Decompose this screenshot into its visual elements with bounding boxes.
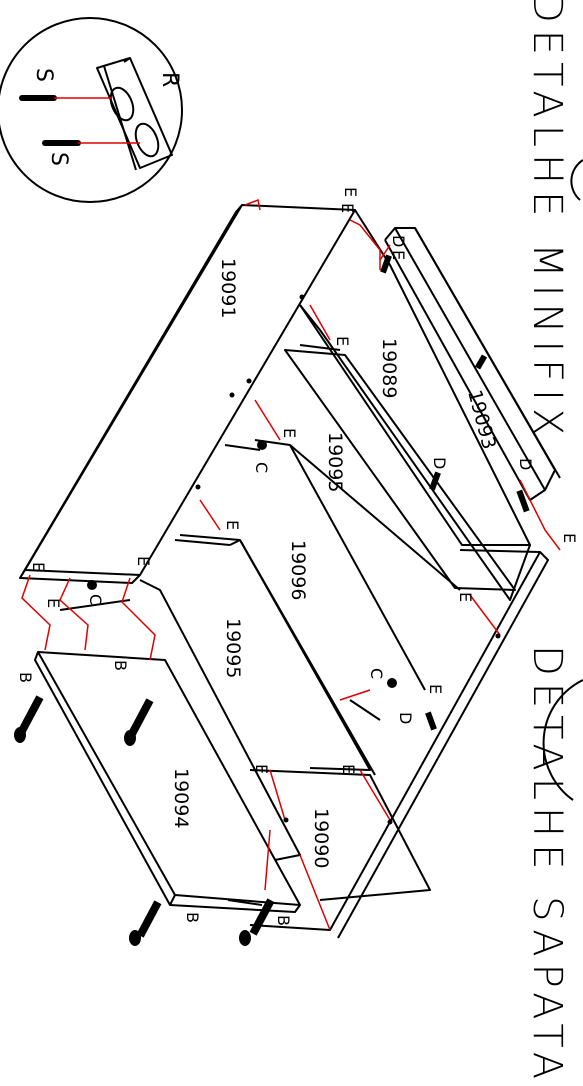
label-d: D [389, 235, 408, 247]
label-e: E [252, 764, 271, 774]
label-e: E [44, 598, 63, 608]
panel-label: 19090 [310, 808, 332, 868]
label-e: E [134, 556, 153, 566]
panel-19091 [19, 204, 356, 584]
label-e: E [560, 533, 579, 543]
label-s: S [31, 68, 56, 82]
panel-19094 [34, 651, 301, 913]
small-circle-arc [570, 159, 583, 201]
cam-icon [425, 711, 437, 731]
label-e: E [341, 187, 360, 197]
panel-19096 [179, 534, 376, 776]
dowel-icon [257, 440, 267, 450]
label-d: D [396, 712, 415, 724]
panel-label: 19096 [287, 540, 309, 600]
part-letters: E E D E E E C D D E E E E E C E C E D B … [16, 187, 579, 926]
detail-letters: R S S [31, 68, 182, 166]
title-detalhe-minifix: DETALHE MINIFIX [524, 0, 570, 443]
dowel-icon [87, 580, 97, 590]
screw-icon [136, 900, 162, 938]
panel-19095-lower [139, 539, 301, 861]
label-b: B [183, 912, 202, 923]
screw-icon [239, 930, 251, 946]
panel-label: 19093 [463, 388, 500, 452]
screw-icon [18, 695, 44, 733]
cam-icon [380, 254, 392, 274]
label-c: C [252, 462, 271, 473]
label-d: D [430, 457, 449, 469]
label-b: B [111, 660, 130, 671]
screw-icon [249, 898, 275, 936]
label-c: C [367, 668, 386, 679]
title-detalhe-sapata: DETALHE SAPATA [524, 645, 570, 1086]
frame-outer [249, 549, 549, 939]
panel-19095-upper [254, 349, 516, 691]
panel-label: 19095 [324, 432, 346, 492]
assembly-guides [21, 198, 561, 931]
cam-icon [474, 354, 488, 370]
panel-labels: 19091 19089 19093 19095 19096 19095 1909… [170, 258, 500, 868]
panel-19089 [299, 209, 531, 601]
label-d: D [516, 458, 535, 470]
panel-label: 19094 [170, 768, 192, 828]
label-e: E [223, 520, 242, 530]
label-e: E [338, 203, 357, 213]
label-c: C [86, 594, 105, 605]
label-s: S [46, 152, 71, 166]
dowel-icon [387, 678, 397, 688]
label-e: E [339, 764, 358, 774]
panel-label: 19095 [222, 618, 244, 678]
minifix-detail-circle [0, 17, 183, 203]
panel-label: 19089 [378, 338, 400, 398]
panel-19090 [249, 699, 431, 901]
cam-icon [516, 489, 530, 513]
sapata-detail-circle [542, 679, 583, 801]
hardware [14, 254, 530, 946]
label-e: E [456, 592, 475, 602]
label-r: R [157, 72, 182, 87]
label-e: E [426, 684, 445, 694]
label-e: E [280, 428, 299, 438]
cam-icon [429, 471, 441, 491]
label-e: E [29, 562, 48, 572]
screw-icon [128, 698, 154, 736]
assembly-diagram: 19091 19089 19093 19095 19096 19095 1909… [0, 17, 583, 946]
panel-label: 19091 [217, 258, 239, 318]
label-b: B [16, 672, 35, 683]
label-e: E [389, 250, 408, 260]
label-b: B [274, 915, 293, 926]
label-e: E [333, 336, 352, 346]
